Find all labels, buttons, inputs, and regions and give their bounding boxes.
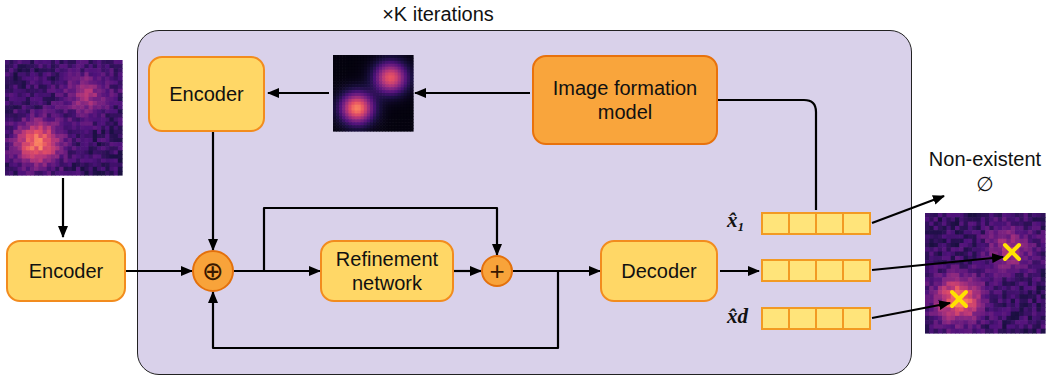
box-label: Image formation model [534,76,716,124]
image-formation-box: Image formation model [532,55,718,145]
box-label: + [489,258,504,284]
sum-operator: + [481,255,513,287]
connector [264,208,497,271]
output-symbol: x̂₁ [727,208,745,233]
box-label: Refinement network [322,247,452,295]
output-symbol: x̂d [727,304,748,329]
arrow [872,196,944,223]
connector [212,132,214,250]
encoder-box: Encoder [148,56,265,132]
output-image [925,213,1046,334]
refinement-box: Refinement network [320,240,454,302]
connector [234,270,320,272]
connector [213,271,558,348]
empty-set-symbol: ∅ [976,172,993,196]
concat-operator: ⊕ [192,250,234,292]
feedback-arrow [707,100,816,210]
arrow [872,257,1003,270]
arrow [415,92,530,94]
rendered-image [333,55,414,132]
box-label: Encoder [29,259,104,283]
arrow [872,303,950,318]
detection-marks [952,245,1019,306]
box-label: Decoder [621,259,697,283]
connector [454,270,481,272]
panel-heading: ×K iterations [138,3,738,26]
connector [126,270,192,272]
box-label: Encoder [169,82,244,106]
connector [513,270,600,272]
output-note: Non-existent [929,148,1041,171]
output-vectors [762,213,870,329]
decoder-box: Decoder [600,240,718,302]
box-label: ⊕ [202,258,224,284]
encoder-box: Encoder [6,240,126,302]
arrow [268,92,329,94]
arrow [62,178,64,237]
noisy-image [5,60,123,176]
arrow [720,270,759,272]
